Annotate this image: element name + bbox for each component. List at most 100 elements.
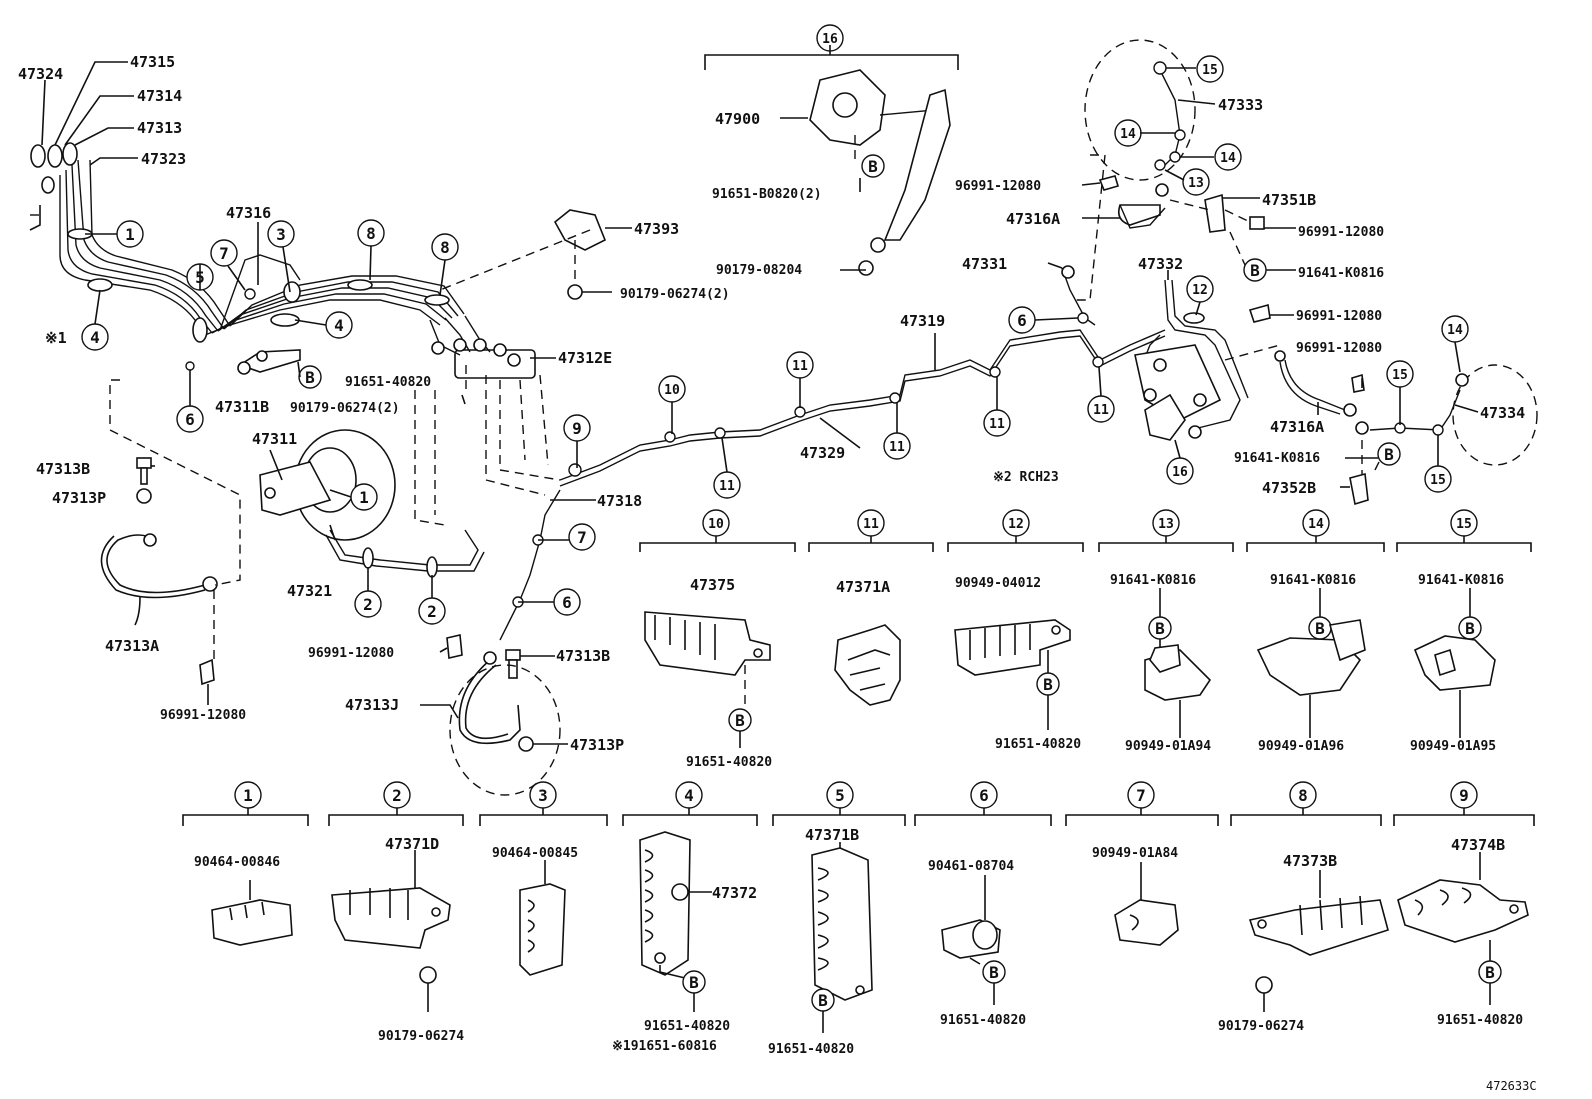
svg-text:4: 4 [90, 328, 100, 347]
callout-6c[interactable]: 6 [1008, 306, 1036, 334]
callout-4b[interactable]: 4 [325, 311, 353, 339]
callout-b-4[interactable]: B [1377, 442, 1401, 466]
detail-b-14[interactable]: B [1308, 616, 1332, 640]
callout-14a[interactable]: 14 [1114, 119, 1142, 147]
callout-4a[interactable]: 4 [81, 323, 109, 351]
svg-text:11: 11 [989, 417, 1005, 432]
svg-text:1: 1 [125, 225, 135, 244]
label-47321: 47321 [287, 582, 332, 600]
detail-b-6[interactable]: B [982, 960, 1006, 984]
svg-text:3: 3 [538, 786, 548, 805]
detail-callout-13[interactable]: 13 [1152, 509, 1180, 537]
callout-15b[interactable]: 15 [1386, 360, 1414, 388]
detail-callout-9[interactable]: 9 [1450, 781, 1478, 809]
label-91641-K0816-a: 91641-K0816 [1298, 266, 1384, 281]
detail-callout-4[interactable]: 4 [675, 781, 703, 809]
callout-11c[interactable]: 11 [883, 432, 911, 460]
callout-6a[interactable]: 6 [176, 405, 204, 433]
callout-13[interactable]: 13 [1182, 168, 1210, 196]
callout-12[interactable]: 12 [1186, 275, 1214, 303]
detail-b-4[interactable]: B [682, 970, 706, 994]
detail-b-5[interactable]: B [811, 988, 835, 1012]
svg-text:B: B [1384, 445, 1394, 464]
callout-b-3[interactable]: B [1243, 258, 1267, 282]
callout-11e[interactable]: 11 [1087, 395, 1115, 423]
label-47329: 47329 [800, 444, 845, 462]
detail-callout-2[interactable]: 2 [383, 781, 411, 809]
callout-b-2[interactable]: B [861, 154, 885, 178]
callout-15a[interactable]: 15 [1196, 55, 1224, 83]
callout-2b[interactable]: 2 [418, 597, 446, 625]
detail-callout-5[interactable]: 5 [826, 781, 854, 809]
detail-callout-12[interactable]: 12 [1002, 509, 1030, 537]
svg-text:14: 14 [1220, 151, 1236, 166]
detail-b-9[interactable]: B [1478, 960, 1502, 984]
detail-callout-7[interactable]: 7 [1127, 781, 1155, 809]
callout-11b[interactable]: 11 [713, 471, 741, 499]
callout-2a[interactable]: 2 [354, 590, 382, 618]
detail-callout-3[interactable]: 3 [529, 781, 557, 809]
svg-text:16: 16 [1172, 465, 1188, 480]
c5-part: 47371B [805, 826, 859, 844]
detail-b-10[interactable]: B [728, 708, 752, 732]
label-90179-06274-2a: 90179-06274(2) [620, 287, 730, 302]
svg-text:11: 11 [889, 440, 905, 455]
svg-text:B: B [868, 157, 878, 176]
callout-16a[interactable]: 16 [816, 24, 844, 52]
svg-text:4: 4 [334, 316, 344, 335]
note-x1: ※1 [45, 329, 67, 347]
svg-text:1: 1 [243, 786, 253, 805]
callout-10[interactable]: 10 [658, 375, 686, 403]
detail-callout-10[interactable]: 10 [702, 509, 730, 537]
callout-6b[interactable]: 6 [553, 588, 581, 616]
label-47331: 47331 [962, 255, 1007, 273]
callout-8a[interactable]: 8 [357, 219, 385, 247]
callout-1a[interactable]: 1 [116, 220, 144, 248]
label-91651-B0820: 91651-B0820(2) [712, 187, 822, 202]
label-96991-12080-b: 96991-12080 [308, 646, 394, 661]
callout-11a[interactable]: 11 [786, 351, 814, 379]
callout-7a[interactable]: 7 [210, 239, 238, 267]
detail-row-upper: 10 11 12 13 14 15 B 47375 91651-40820 47… [639, 509, 1532, 770]
callout-11d[interactable]: 11 [983, 409, 1011, 437]
callout-7b[interactable]: 7 [568, 523, 596, 551]
detail-callout-1[interactable]: 1 [234, 781, 262, 809]
callout-9[interactable]: 9 [563, 414, 591, 442]
detail-callout-14[interactable]: 14 [1302, 509, 1330, 537]
svg-text:2: 2 [363, 595, 373, 614]
detail-b-12[interactable]: B [1036, 672, 1060, 696]
c7-part: 90949-01A84 [1092, 846, 1178, 861]
label-47315: 47315 [130, 53, 175, 71]
svg-text:11: 11 [719, 479, 735, 494]
label-90179-06274-2b: 90179-06274(2) [290, 401, 400, 416]
c8-bolt: 90179-06274 [1218, 1019, 1304, 1034]
label-47319: 47319 [900, 312, 945, 330]
detail-callout-11[interactable]: 11 [857, 509, 885, 537]
svg-text:B: B [1043, 675, 1053, 694]
callout-1b[interactable]: 1 [350, 483, 378, 511]
label-47313J: 47313J [345, 696, 399, 714]
callout-14b[interactable]: 14 [1214, 143, 1242, 171]
callout-b-1[interactable]: B [298, 365, 322, 389]
callout-3[interactable]: 3 [267, 220, 295, 248]
callout-16b[interactable]: 16 [1166, 457, 1194, 485]
callout-14c[interactable]: 14 [1441, 315, 1469, 343]
label-47333: 47333 [1218, 96, 1263, 114]
detail-callout-8[interactable]: 8 [1289, 781, 1317, 809]
label-96991-12080-f: 96991-12080 [1296, 341, 1382, 356]
front-pipe-bundle [29, 142, 607, 796]
detail-callout-15[interactable]: 15 [1450, 509, 1478, 537]
svg-text:8: 8 [366, 224, 376, 243]
label-91641-K0816-b: 91641-K0816 [1234, 451, 1320, 466]
label-47324: 47324 [18, 65, 63, 83]
svg-text:15: 15 [1392, 368, 1408, 383]
main-labels: 47324 47315 47314 47313 47323 47316 4739… [18, 53, 1525, 754]
detail-b-13[interactable]: B [1148, 616, 1172, 640]
callout-8b[interactable]: 8 [431, 233, 459, 261]
svg-text:11: 11 [792, 359, 808, 374]
callout-15c[interactable]: 15 [1424, 465, 1452, 493]
svg-text:13: 13 [1158, 517, 1174, 532]
detail-b-15[interactable]: B [1458, 616, 1482, 640]
detail-callout-6[interactable]: 6 [970, 781, 998, 809]
svg-text:6: 6 [562, 593, 572, 612]
